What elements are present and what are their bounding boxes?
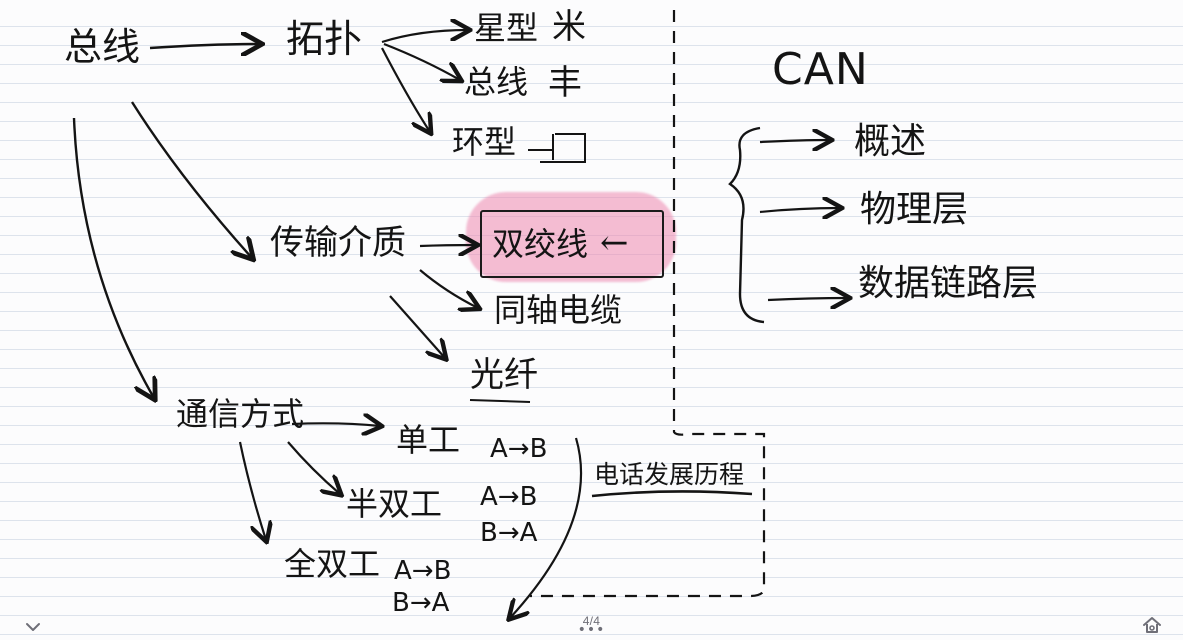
full-duplex-line-2: B→A (392, 588, 450, 618)
can-title: CAN (772, 44, 869, 95)
half-duplex-line-1: A→B (480, 482, 538, 512)
can-brace (728, 126, 765, 324)
topology-bus-symbol: 丰 (548, 63, 582, 103)
dashed-divider (530, 10, 766, 598)
arrow-media-to-fiber (389, 295, 445, 358)
root-label: 总线 (64, 25, 141, 69)
phone-history-underline (591, 490, 753, 498)
arrow-communication-to-full-duplex (238, 441, 266, 540)
arrow-can-physical (759, 208, 840, 212)
media-fiber-label: 光纤 (470, 355, 538, 395)
arrow-root-to-topology (149, 44, 260, 48)
arrow-media-to-coax (419, 269, 478, 308)
phone-history-arrow (510, 437, 583, 618)
full-duplex-line-1: A→B (394, 556, 452, 586)
phone-history-note: 电话发展历程 (594, 460, 745, 489)
can-item-overview: 概述 (854, 121, 927, 162)
media-coax-label: 同轴电缆 (494, 291, 623, 329)
communication-label: 通信方式 (176, 395, 305, 433)
topology-ring-label: 环型 (452, 123, 517, 161)
can-item-physical-layer: 物理层 (860, 189, 969, 230)
highlight-mark (466, 192, 676, 282)
arrow-topology-to-ring (381, 47, 430, 132)
half-duplex-label: 半双工 (346, 485, 443, 523)
arrow-communication-to-simplex (291, 423, 380, 426)
arrow-topology-to-star (381, 30, 468, 44)
topology-star-symbol: 米 (552, 7, 586, 47)
simplex-line-1: A→B (490, 434, 548, 464)
arrow-media-to-twisted-pair (419, 245, 476, 246)
simplex-label: 单工 (396, 421, 461, 459)
media-twisted-pair-arrow: ← (600, 223, 629, 263)
arrow-communication-to-half-duplex (287, 441, 340, 494)
arrow-root-to-communication (72, 117, 154, 398)
ring-symbol (528, 133, 586, 163)
media-label: 传输介质 (270, 223, 406, 263)
twisted-pair-box (480, 210, 664, 278)
full-duplex-label: 全双工 (284, 545, 381, 583)
half-duplex-line-2: B→A (480, 518, 538, 548)
topology-label: 拓扑 (286, 17, 363, 61)
home-icon[interactable] (1141, 614, 1163, 636)
chevron-down-icon[interactable] (24, 618, 42, 636)
arrow-can-overview (759, 140, 830, 142)
arrow-can-datalink (767, 298, 848, 300)
arrow-topology-to-bus (383, 42, 460, 80)
fiber-underline (469, 399, 531, 403)
topology-star-label: 星型 (474, 9, 539, 47)
can-item-data-link-layer: 数据链路层 (858, 263, 1039, 304)
topology-bus-label: 总线 (464, 63, 529, 101)
arrow-root-to-media (130, 101, 252, 258)
media-twisted-pair-label: 双绞线 (492, 225, 589, 263)
